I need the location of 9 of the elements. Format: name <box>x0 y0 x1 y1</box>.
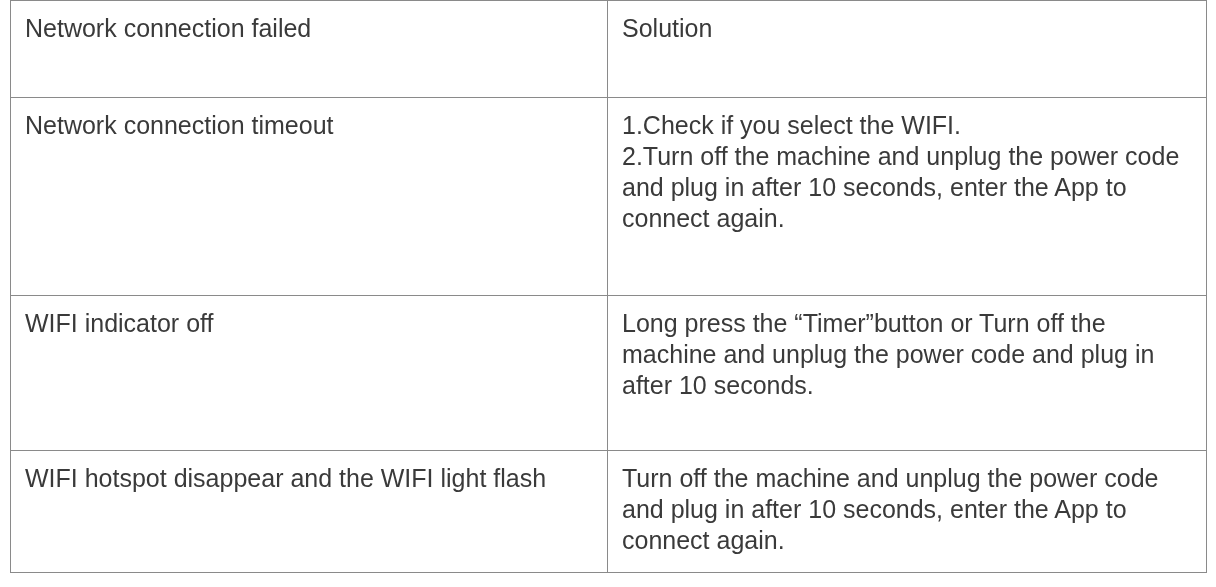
solution-text: 1.Check if you select the WIFI. <box>622 110 962 141</box>
solution-text: 2.Turn off the machine and unplug the power code and plug in after 10 seconds, enter the App to connect again. <box>622 141 1181 234</box>
solution-text: Long press the “Timer”button or Turn off the machine and unplug the power code and plug in after 10 seconds. <box>622 308 1156 401</box>
problem-text: WIFI hotspot disappear and the WIFI light flash <box>25 463 548 494</box>
problem-text: Network connection timeout <box>25 110 335 141</box>
column-header: Network connection failed <box>25 13 313 44</box>
solution-text: Turn off the machine and unplug the power code and plug in after 10 seconds, enter the App to connect again. <box>622 463 1160 556</box>
problem-text: WIFI indicator off <box>25 308 215 339</box>
column-header: Solution <box>622 13 714 44</box>
